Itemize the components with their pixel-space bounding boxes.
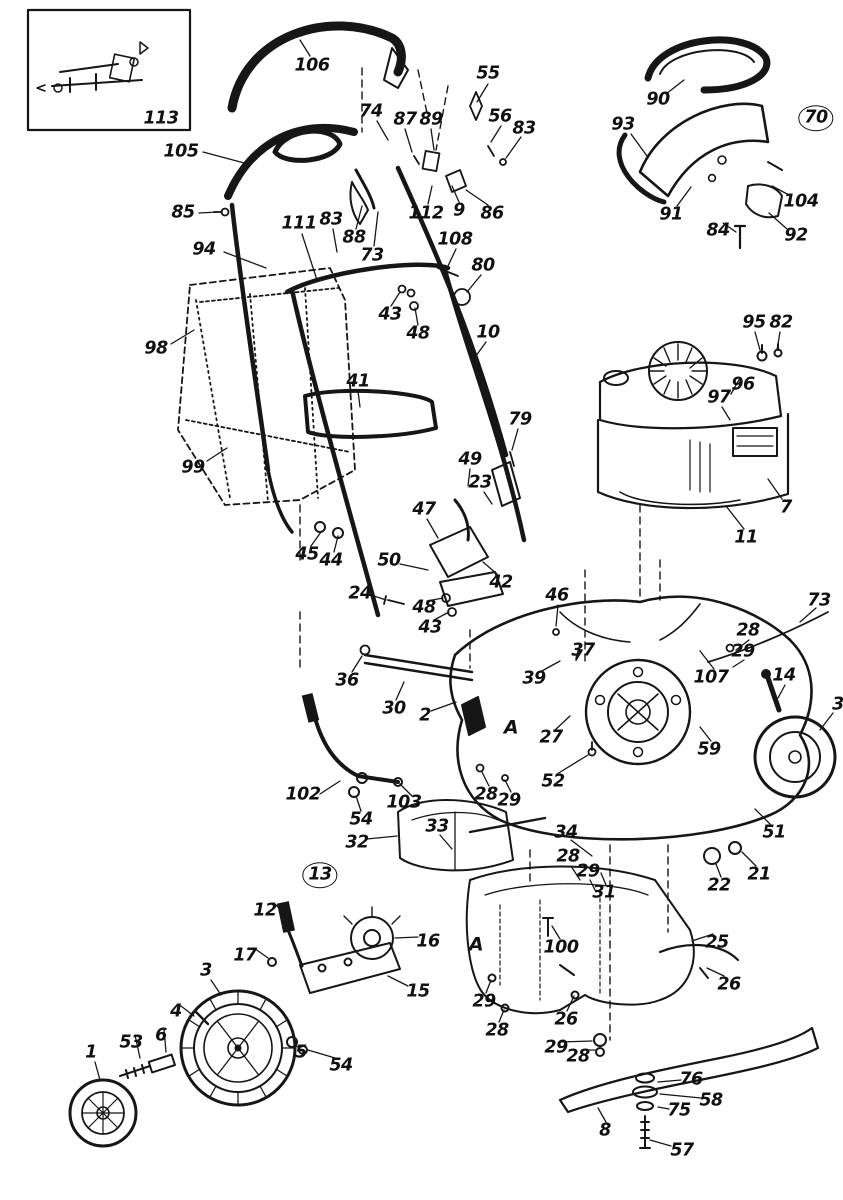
- front-bracket: [267, 901, 401, 994]
- baffle-plate: [397, 799, 547, 872]
- small-wheel: [68, 1078, 138, 1148]
- right-wheel: [703, 669, 837, 865]
- blade-assembly: [558, 1026, 820, 1149]
- mower-deck: [449, 595, 813, 841]
- rear-shield: [465, 865, 740, 1057]
- height-lever: [301, 692, 403, 798]
- control-cable: [707, 611, 829, 663]
- small-hardware: [213, 91, 735, 782]
- front-wheel: [119, 989, 308, 1107]
- construction-lines: [299, 67, 669, 1041]
- handle-brackets: [314, 461, 521, 736]
- leader-lines: [94, 39, 834, 1147]
- lower-handle: [229, 165, 527, 618]
- inset-detail-box: [26, 8, 192, 132]
- upper-handle: [224, 21, 409, 225]
- handle-mount-assembly: [616, 36, 783, 250]
- grass-bag: [177, 267, 356, 506]
- bag-frame: [303, 388, 438, 439]
- engine: [596, 341, 790, 510]
